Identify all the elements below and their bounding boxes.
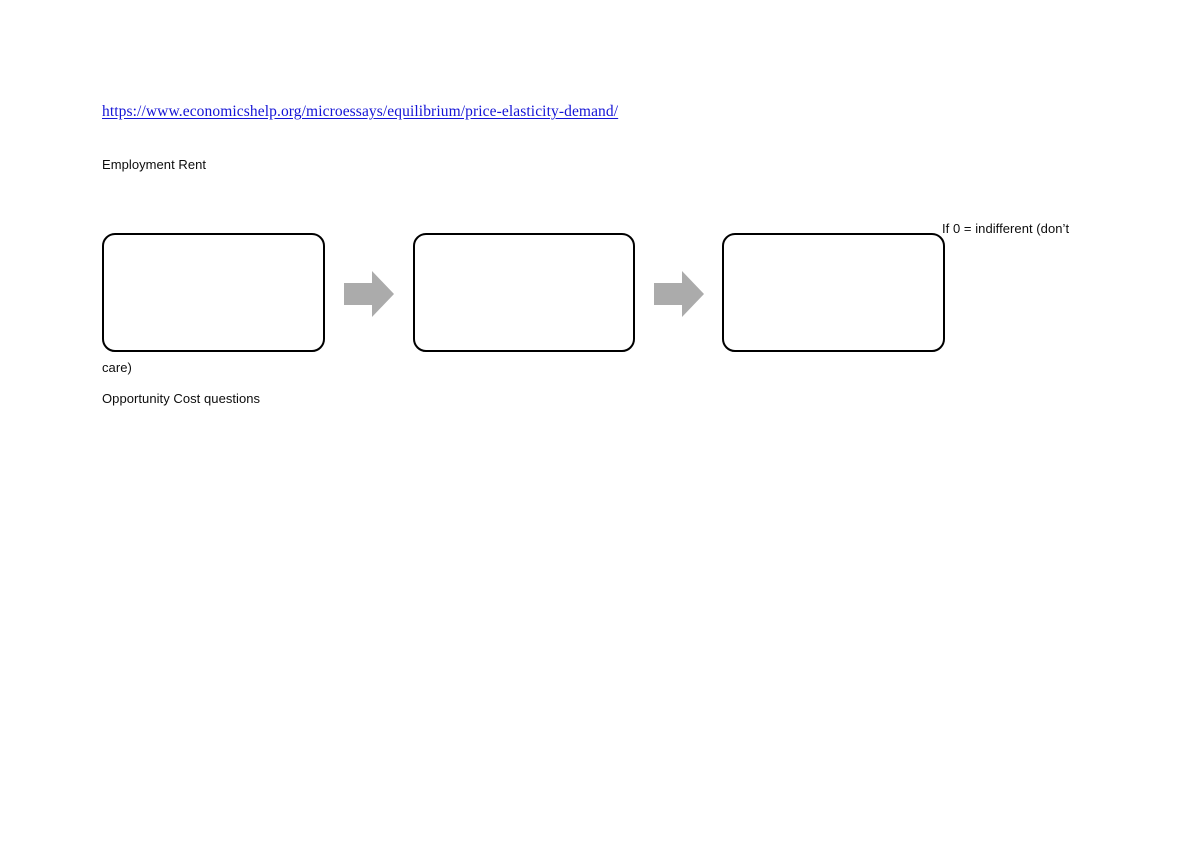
flow-box-3[interactable] <box>722 233 945 352</box>
arrow-right-icon-1 <box>344 271 394 317</box>
arrow-right-icon-2 <box>654 271 704 317</box>
note-care: care) <box>102 360 132 375</box>
external-link-economicshelp[interactable]: https://www.economicshelp.org/microessay… <box>102 103 619 120</box>
note-indifferent: If 0 = indifferent (don’t <box>942 221 1070 236</box>
heading-employment-rent: Employment Rent <box>102 157 207 172</box>
flow-box-1[interactable] <box>102 233 325 352</box>
heading-opportunity-cost-questions: Opportunity Cost questions <box>102 391 261 406</box>
flow-box-2[interactable] <box>413 233 635 352</box>
